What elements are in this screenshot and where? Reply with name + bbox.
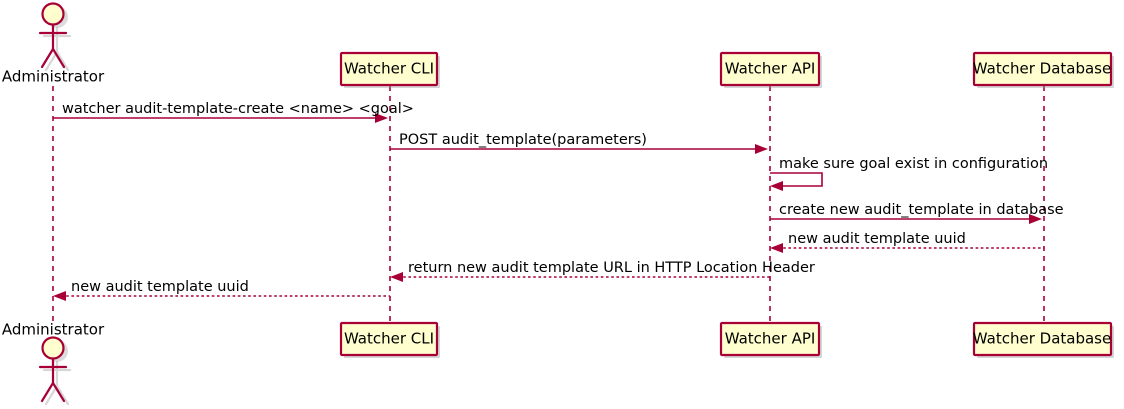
message-2-label: POST audit_template(parameters) (399, 132, 647, 148)
actor-label-administrator-bottom: Administrator (2, 321, 105, 339)
message-5: new audit template uuid (770, 231, 1044, 253)
message-3-label: make sure goal exist in configuration (779, 156, 1048, 172)
actor-administrator-top[interactable] (38, 2, 72, 72)
message-4-label: create new audit_template in database (779, 202, 1064, 218)
participant-label-watcher-cli-top: Watcher CLI (344, 60, 434, 78)
participant-box-watcher-api-bottom[interactable] (719, 321, 822, 358)
lifelines (52, 86, 1045, 326)
message-6-label: return new audit template URL in HTTP Lo… (408, 260, 815, 276)
participant-label-watcher-api-bottom: Watcher API (725, 330, 816, 348)
participant-label-watcher-database-top: Watcher Database (973, 60, 1111, 78)
participant-label-watcher-cli-bottom: Watcher CLI (344, 330, 434, 348)
participant-label-watcher-database-bottom: Watcher Database (973, 330, 1111, 348)
message-2: POST audit_template(parameters) (390, 132, 768, 154)
participant-box-watcher-cli-top[interactable] (339, 51, 440, 88)
participant-box-watcher-database-bottom[interactable] (972, 321, 1114, 358)
actor-administrator-bottom[interactable] (38, 336, 72, 406)
actor-label-administrator-top: Administrator (2, 68, 105, 86)
message-3-self: make sure goal exist in configuration (770, 156, 1048, 191)
participant-label-watcher-api-top: Watcher API (725, 60, 816, 78)
message-7-label: new audit template uuid (71, 279, 249, 295)
message-4: create new audit_template in database (770, 202, 1064, 224)
message-7: new audit template uuid (53, 279, 390, 301)
message-1: watcher audit-template-create <name> <go… (53, 101, 414, 123)
participant-box-watcher-api-top[interactable] (719, 51, 822, 88)
participant-box-watcher-database-top[interactable] (972, 51, 1114, 88)
participant-box-watcher-cli-bottom[interactable] (339, 321, 440, 358)
message-5-label: new audit template uuid (788, 231, 966, 247)
message-6: return new audit template URL in HTTP Lo… (390, 260, 815, 282)
message-1-label: watcher audit-template-create <name> <go… (62, 101, 414, 117)
